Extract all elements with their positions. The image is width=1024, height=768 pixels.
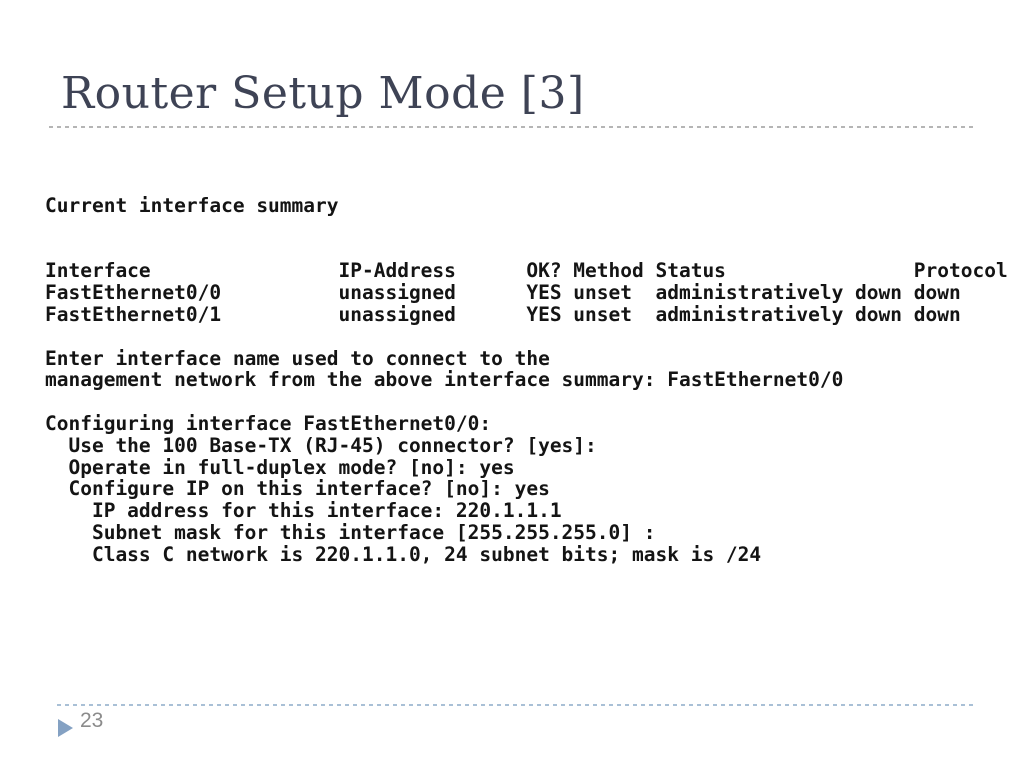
page-title: Router Setup Mode [3] (61, 68, 585, 119)
console-output: Current interface summary Interface IP-A… (45, 194, 1008, 566)
title-divider (49, 126, 975, 128)
page-number: 23 (80, 709, 104, 732)
right-triangle-icon (58, 719, 73, 737)
footer-divider (57, 704, 977, 706)
